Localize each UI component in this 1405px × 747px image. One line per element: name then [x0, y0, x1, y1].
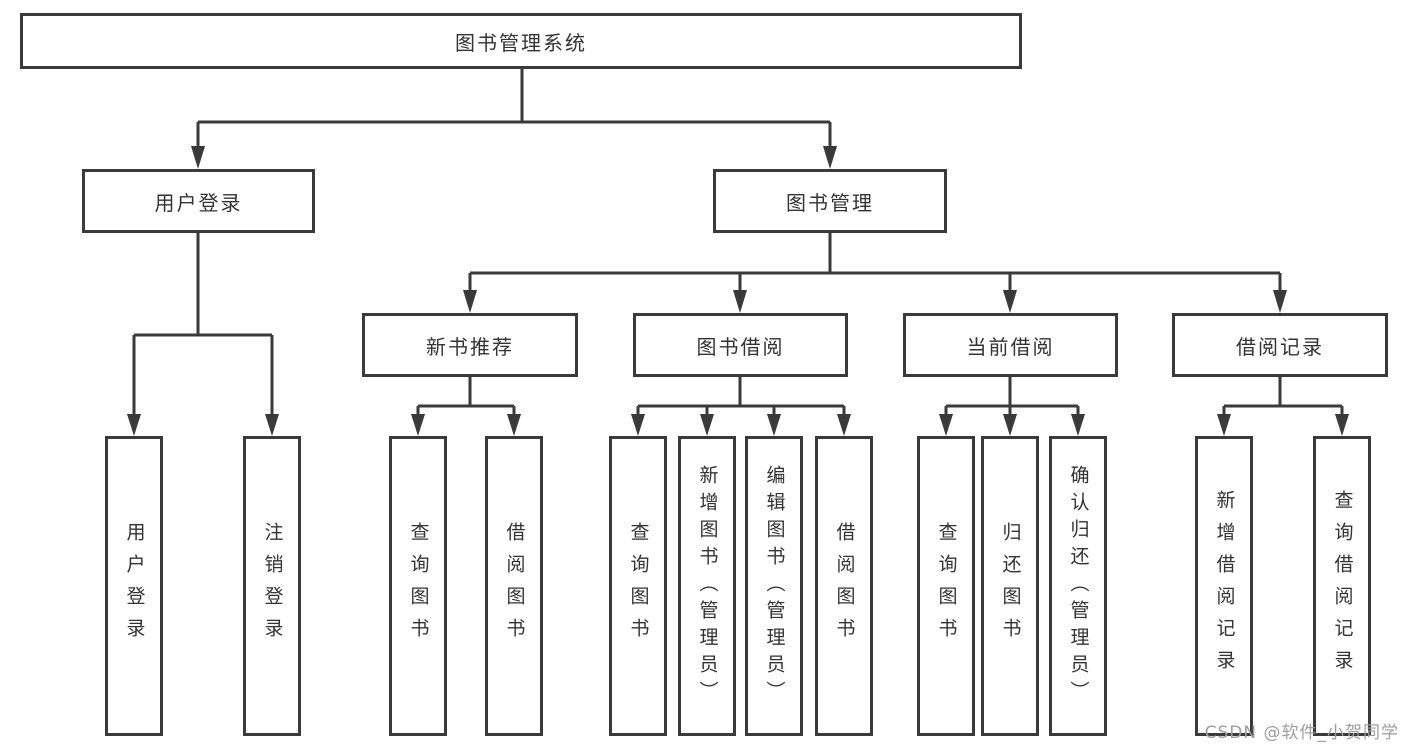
node-book-borrowing: 图书借阅	[633, 313, 848, 377]
leaf-logout: 注销登录	[243, 436, 301, 736]
leaf-add-books-admin: 新增图书（管理员）	[678, 436, 736, 736]
leaf-return-books: 归还图书	[981, 436, 1039, 736]
leaf-borrow-books: 借阅图书	[815, 436, 873, 736]
leaf-confirm-return-admin: 确认归还（管理员）	[1049, 436, 1107, 736]
connector-book-borrowing-to-leaves	[631, 377, 851, 436]
leaf-query-books: 查询图书	[389, 436, 447, 736]
connector-new-book-to-leaves	[411, 377, 521, 436]
connector-book-management-to-level3	[463, 233, 1287, 313]
csdn-watermark: CSDN @软件_小贺同学	[1204, 723, 1399, 743]
leaf-query-borrow-record: 查询借阅记录	[1313, 436, 1371, 736]
node-current-borrowing: 当前借阅	[903, 313, 1118, 377]
node-library-management-system: 图书管理系统	[20, 13, 1022, 69]
leaf-edit-books-admin: 编辑图书（管理员）	[745, 436, 803, 736]
leaf-add-borrow-record: 新增借阅记录	[1195, 436, 1253, 736]
connector-current-borrowing-to-leaves	[939, 377, 1085, 436]
connector-user-login-to-leaves	[127, 233, 279, 436]
connector-borrowing-records-to-leaves	[1217, 377, 1349, 436]
node-user-login: 用户登录	[82, 169, 315, 233]
node-new-book-recommendation: 新书推荐	[362, 313, 578, 377]
connector-root-to-level2	[191, 69, 837, 169]
node-borrowing-records: 借阅记录	[1172, 313, 1388, 377]
leaf-borrow-books: 借阅图书	[485, 436, 543, 736]
leaf-query-books: 查询图书	[917, 436, 975, 736]
leaf-user-login: 用户登录	[105, 436, 163, 736]
leaf-query-books: 查询图书	[609, 436, 667, 736]
node-book-management: 图书管理	[713, 169, 947, 233]
